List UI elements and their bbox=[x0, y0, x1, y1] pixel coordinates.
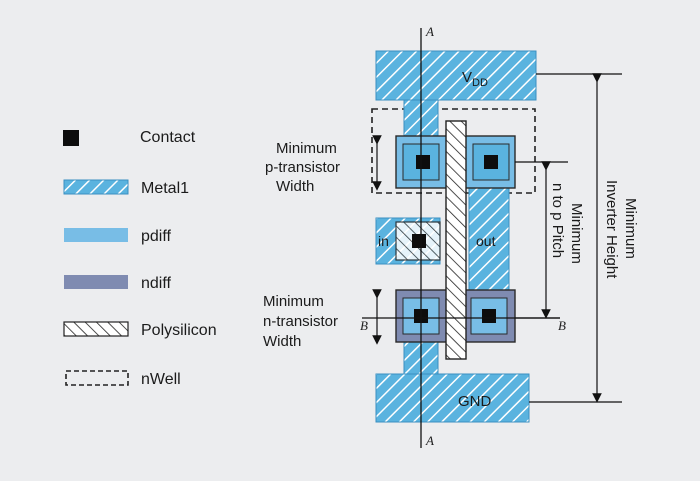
legend-ndiff-label: ndiff bbox=[141, 275, 172, 292]
contact-p-source bbox=[416, 155, 430, 169]
height-label: Minimum Inverter Height bbox=[603, 180, 639, 279]
legend-pdiff-swatch bbox=[64, 228, 128, 242]
vdd-label: VDD bbox=[462, 69, 488, 89]
pitch-label: Minimum n to p Pitch bbox=[549, 183, 585, 268]
vdd-metal-rail bbox=[375, 50, 537, 101]
gnd-metal-rail bbox=[375, 373, 530, 423]
section-b-right-label: B bbox=[558, 318, 566, 333]
legend-poly-swatch bbox=[63, 321, 129, 337]
nwell-outline bbox=[371, 108, 536, 194]
contact-p-drain bbox=[484, 155, 498, 169]
n-width-label: Minimum n-transistor Width bbox=[263, 293, 342, 350]
poly-gate bbox=[445, 120, 467, 360]
contact-in bbox=[412, 234, 426, 248]
legend-ndiff-swatch bbox=[64, 275, 128, 289]
legend-nwell-label: nWell bbox=[141, 371, 181, 388]
legend-poly-label: Polysilicon bbox=[141, 322, 217, 339]
p-width-label: Minimum p-transistor Width bbox=[265, 140, 344, 195]
out-label: out bbox=[476, 233, 496, 249]
legend-metal1-swatch bbox=[63, 179, 129, 195]
legend-contact-swatch bbox=[63, 130, 79, 146]
legend-nwell-swatch bbox=[65, 370, 129, 386]
section-a-bottom-label: A bbox=[425, 433, 434, 448]
section-b-left-label: B bbox=[360, 318, 368, 333]
gnd-label: GND bbox=[458, 393, 492, 410]
in-label: in bbox=[378, 233, 389, 249]
contact-n-drain bbox=[482, 309, 496, 323]
legend-contact-label: Contact bbox=[140, 129, 196, 146]
legend-metal1-label: Metal1 bbox=[141, 180, 189, 197]
section-a-top-label: A bbox=[425, 24, 434, 39]
legend-pdiff-label: pdiff bbox=[141, 228, 172, 245]
